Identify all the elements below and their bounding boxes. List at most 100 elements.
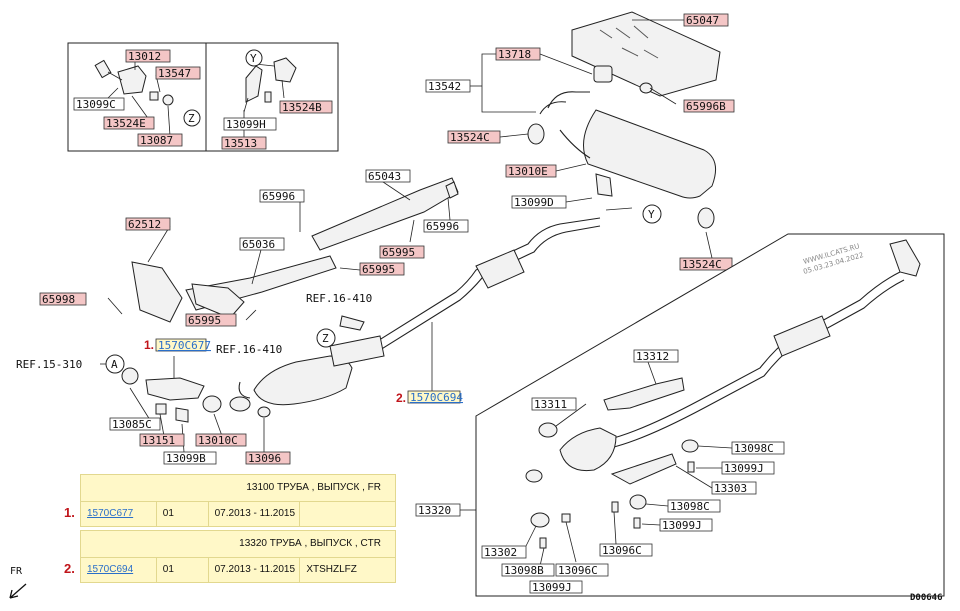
part-13098C-a: 13098C: [734, 442, 774, 455]
label-13524C-bottom[interactable]: 13524C: [679, 257, 733, 271]
part-13524C-bottom: 13524C: [682, 258, 722, 271]
ref-15-310[interactable]: REF.15-310: [16, 358, 82, 371]
part-13096C-b: 13096C: [602, 544, 642, 557]
label-65036[interactable]: 65036: [239, 237, 285, 251]
table-2-marker: 2.: [64, 561, 75, 576]
inset-circle-Y[interactable]: Y: [245, 49, 263, 67]
inset-label-13012[interactable]: 13012: [125, 49, 171, 63]
part-13098C-b: 13098C: [670, 500, 710, 513]
ref-16-410-upper[interactable]: REF.16-410: [306, 292, 372, 305]
label-13098C-b[interactable]: 13098C: [667, 499, 721, 513]
svg-text:Z: Z: [322, 332, 329, 345]
inset-label-13087[interactable]: 13087: [137, 133, 183, 147]
front-catalytic-converter: [229, 335, 385, 418]
svg-text:1570C694[interactable]: 1570C694: [410, 391, 463, 404]
part-62512: 62512: [128, 218, 161, 231]
label-65995-b[interactable]: 65995: [359, 262, 405, 276]
label-13098C-a[interactable]: 13098C: [731, 441, 785, 455]
label-13312[interactable]: 13312: [633, 349, 679, 363]
part-65995-c: 65995: [188, 314, 221, 327]
label-13099D[interactable]: 13099D: [511, 195, 567, 209]
inset-circle-Z[interactable]: Z: [183, 109, 201, 127]
inset-label-13513[interactable]: 13513: [221, 136, 267, 150]
label-65995-c[interactable]: 65995: [185, 313, 237, 327]
table-1-heading: 13100 ТРУБА , ВЫПУСК , FR: [81, 475, 395, 502]
part-13311: 13311: [534, 398, 567, 411]
circle-Z-main[interactable]: Z: [316, 328, 336, 348]
callout-2-link[interactable]: 1570C694: [407, 390, 463, 404]
part-65996-a: 65996: [262, 190, 295, 203]
label-13524C-top[interactable]: 13524C: [447, 130, 501, 144]
part-13320: 13320: [418, 504, 451, 517]
label-13718[interactable]: 13718: [495, 47, 541, 61]
table-2-link[interactable]: 1570C694: [81, 558, 157, 582]
fr-label: FR: [10, 566, 23, 577]
inset-label-13524B[interactable]: 13524B: [279, 100, 333, 114]
label-13302[interactable]: 13302: [481, 545, 527, 559]
table-1-qty: 01: [157, 502, 209, 526]
label-13099B[interactable]: 13099B: [163, 451, 217, 465]
detail-inset-box: [67, 42, 339, 152]
label-13096C-b[interactable]: 13096C: [599, 543, 653, 557]
table-2-qty: 01: [157, 558, 209, 582]
inset-label-13099C[interactable]: 13099C: [73, 97, 125, 111]
table-row: 1570C694 01 07.2013 - 11.2015 XTSHZLFZ: [81, 558, 395, 582]
label-13311[interactable]: 13311: [531, 397, 577, 411]
label-13320[interactable]: 13320: [415, 503, 461, 517]
label-65996-a[interactable]: 65996: [259, 189, 305, 203]
fr-arrow-icon: [9, 583, 27, 599]
svg-text:1570C677[interactable]: 1570C677: [158, 339, 211, 352]
front-pipe-parts: [121, 367, 222, 423]
part-13099J-a: 13099J: [724, 462, 764, 475]
inset-label-13547[interactable]: 13547: [155, 66, 201, 80]
part-13524C-top: 13524C: [450, 131, 490, 144]
label-65995-a[interactable]: 65995: [379, 245, 425, 259]
label-13098B[interactable]: 13098B: [501, 563, 555, 577]
svg-text:Y: Y: [250, 52, 257, 65]
center-exhaust-pipe: [359, 217, 601, 361]
label-13085C[interactable]: 13085C: [109, 417, 161, 431]
table-1-link[interactable]: 1570C677: [81, 502, 157, 526]
part-13010C: 13010C: [198, 434, 238, 447]
callout-1-marker: 1.: [144, 338, 154, 352]
part-13087: 13087: [140, 134, 173, 147]
label-13303[interactable]: 13303: [711, 481, 757, 495]
circle-Y-main[interactable]: Y: [642, 204, 662, 224]
label-13010E[interactable]: 13010E: [505, 164, 557, 178]
label-65998[interactable]: 65998: [39, 292, 87, 306]
label-65043[interactable]: 65043: [365, 169, 411, 183]
table-row: 1570C677 01 07.2013 - 11.2015: [81, 502, 395, 526]
parts-table-2: 13320 ТРУБА , ВЫПУСК , CTR 1570C694 01 0…: [80, 530, 396, 583]
label-13096[interactable]: 13096: [245, 451, 291, 465]
label-13099J-b[interactable]: 13099J: [659, 518, 713, 532]
part-65998: 65998: [42, 293, 75, 306]
part-13099D: 13099D: [514, 196, 554, 209]
label-13099J-c[interactable]: 13099J: [529, 580, 583, 594]
inset-label-13099H[interactable]: 13099H: [223, 117, 277, 131]
table-1-dates: 07.2013 - 11.2015: [209, 502, 301, 526]
ctr-pipe-detail-box: [475, 233, 945, 597]
part-13012: 13012: [128, 50, 161, 63]
part-13096: 13096: [248, 452, 281, 465]
table-1-note: [300, 502, 395, 526]
ref-16-410-lower[interactable]: REF.16-410: [216, 343, 282, 356]
part-65995-a: 65995: [382, 246, 415, 259]
label-65996B[interactable]: 65996B: [683, 99, 735, 113]
circle-A[interactable]: A: [105, 354, 125, 374]
label-13096C-a[interactable]: 13096C: [555, 563, 609, 577]
label-13010C[interactable]: 13010C: [195, 433, 247, 447]
label-65996-b[interactable]: 65996: [423, 219, 469, 233]
callout-1-link[interactable]: 1570C677: [155, 338, 211, 352]
label-62512[interactable]: 62512: [125, 217, 171, 231]
part-13547: 13547: [158, 67, 191, 80]
label-13542[interactable]: 13542: [425, 79, 471, 93]
label-13151[interactable]: 13151: [139, 433, 185, 447]
part-13303: 13303: [714, 482, 747, 495]
label-13099J-a[interactable]: 13099J: [721, 461, 775, 475]
rear-muffler: [527, 65, 717, 229]
label-65047[interactable]: 65047: [683, 13, 729, 27]
part-13099J-b: 13099J: [662, 519, 702, 532]
svg-text:Y: Y: [648, 208, 655, 221]
inset-label-13524E[interactable]: 13524E: [103, 116, 155, 130]
